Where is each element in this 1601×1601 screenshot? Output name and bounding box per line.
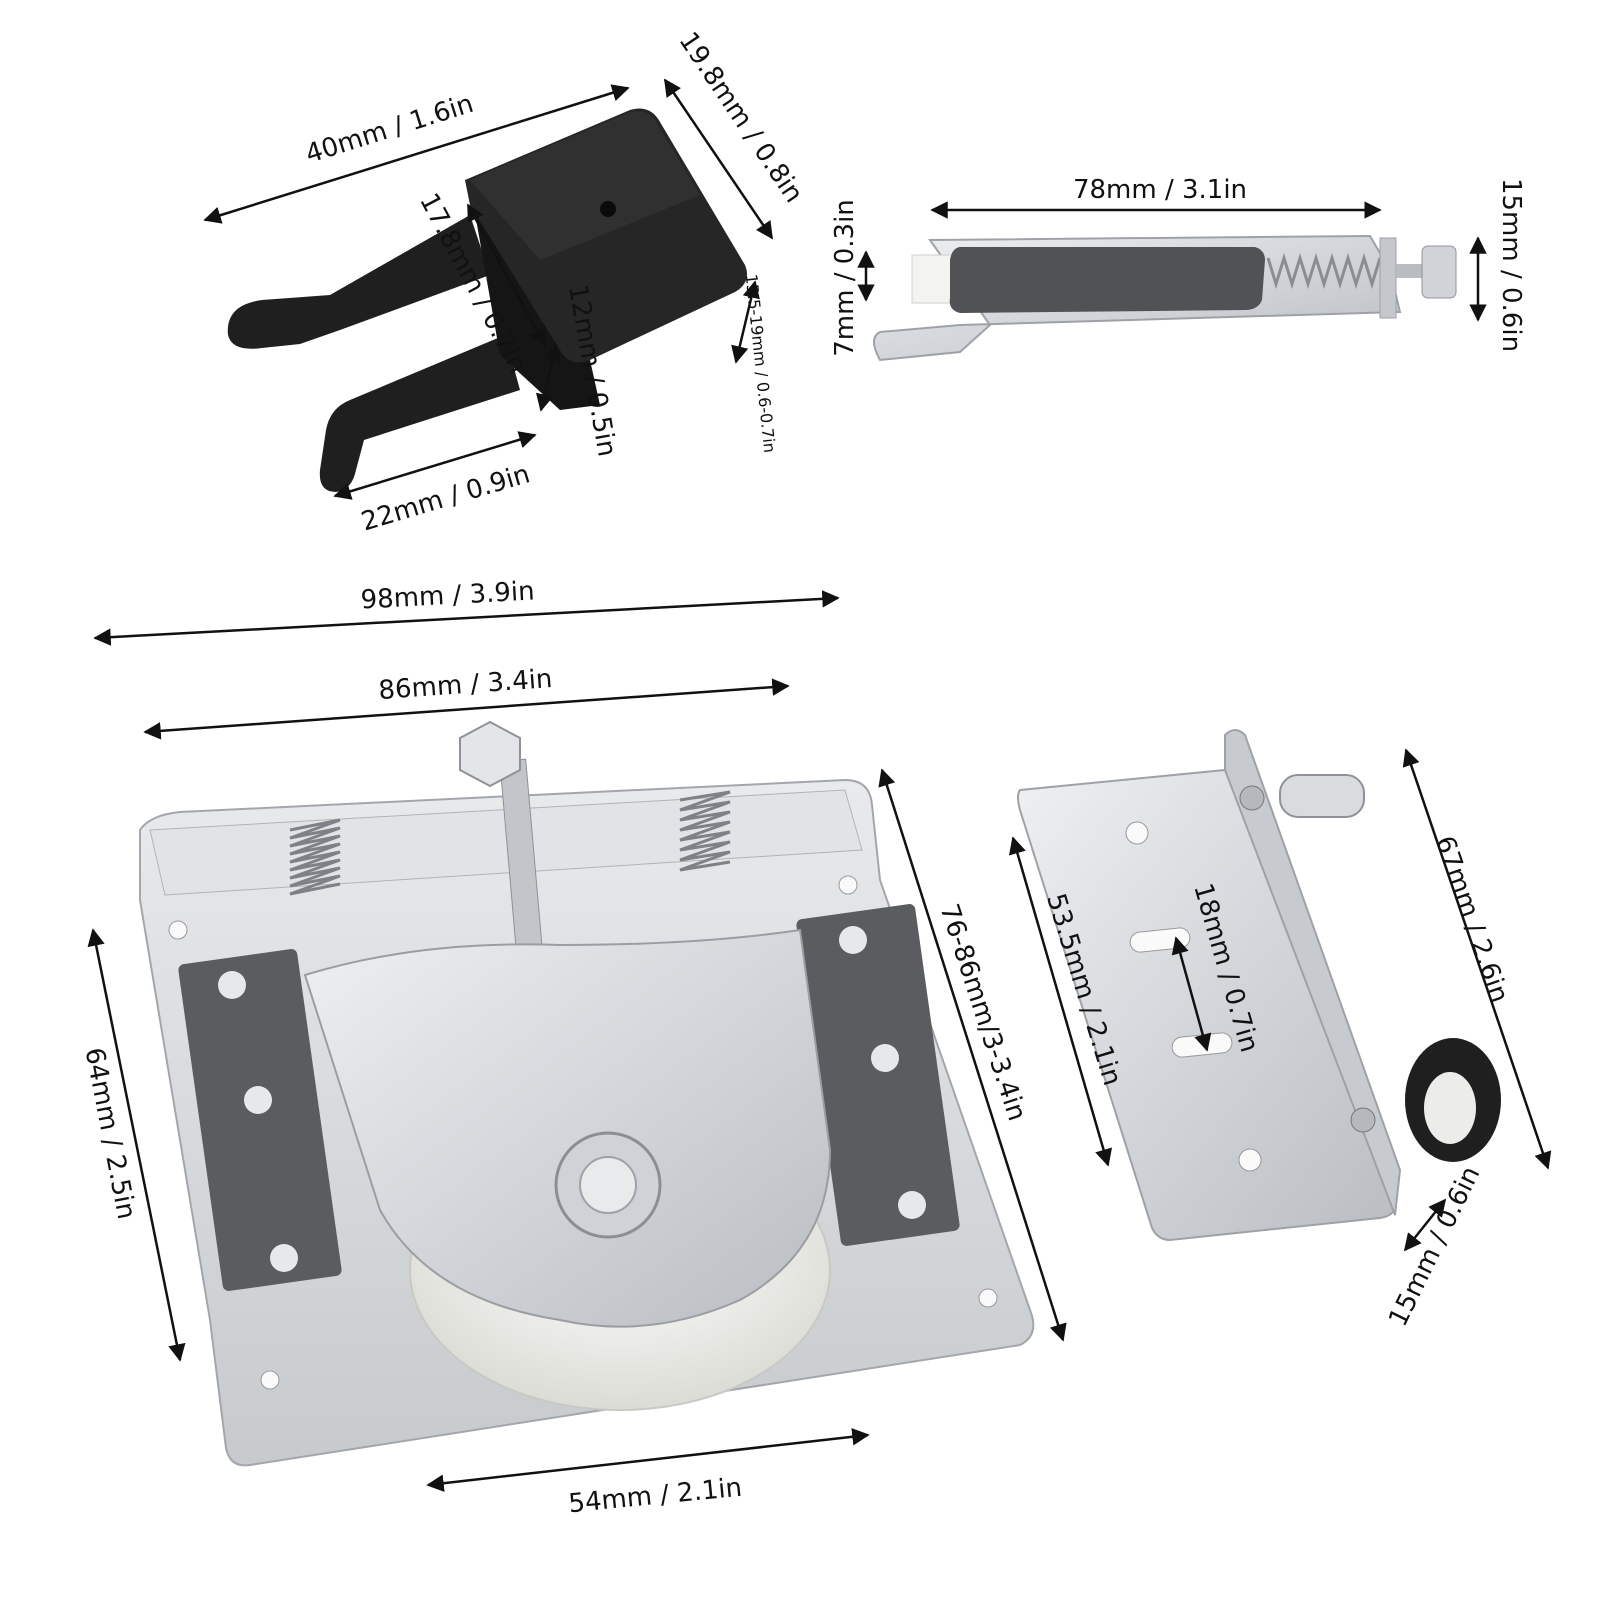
- arrow-roller-plate: [143, 678, 790, 740]
- arrow-clip-thickness: [536, 343, 561, 412]
- label-roller-plate: 86mm / 3.4in: [378, 664, 554, 706]
- sliding-door-roller: [139, 720, 1035, 1467]
- guide-rivet: [270, 1244, 298, 1272]
- guide-rivet: [871, 1044, 899, 1072]
- latch-end-bracket: [1379, 237, 1397, 319]
- guide-rivet: [218, 971, 246, 999]
- label-latch-length: 78mm / 3.1in: [1073, 175, 1247, 205]
- plate-hole: [978, 1288, 998, 1308]
- roller-spring-left: [289, 818, 341, 896]
- bracket-hole: [1238, 1148, 1262, 1172]
- arrow-roller-width: [87, 928, 186, 1362]
- arrow-wheel-diameter: [1403, 1198, 1447, 1252]
- bracket-wheel-hub: [1424, 1072, 1476, 1144]
- arrow-clip-height: [663, 78, 774, 240]
- clip-screw-hole: [600, 201, 616, 217]
- latch-spring: [1266, 252, 1382, 290]
- arrow-clip-depth: [466, 203, 547, 347]
- bracket-screw: [1239, 785, 1265, 811]
- spring-latch: [873, 234, 1457, 362]
- arrow-clip-length: [203, 84, 630, 224]
- arrow-bracket-length: [1008, 836, 1113, 1167]
- bracket-flange: [1224, 729, 1402, 1216]
- label-latch-bolt: 15mm / 0.6in: [1496, 178, 1526, 352]
- label-clip-length: 40mm / 1.6in: [302, 89, 477, 170]
- arrow-roller-bottom: [426, 1428, 870, 1492]
- label-latch-height: 7mm / 0.3in: [830, 199, 860, 357]
- label-roller-bottom: 54mm / 2.1in: [567, 1473, 743, 1520]
- label-clip-slot: 15.5-19mm / 0.6-0.7in: [742, 273, 780, 454]
- label-bracket-total: 67mm / 2.6in: [1429, 832, 1514, 1006]
- bracket-pin: [1279, 774, 1365, 818]
- wheel-cover-plate: [303, 928, 832, 1328]
- latch-bolt-shaft: [1396, 264, 1426, 278]
- plate-hole: [168, 920, 188, 940]
- guide-rivet: [839, 926, 867, 954]
- bracket-screw: [1350, 1107, 1376, 1133]
- grey-guide-left: [178, 949, 342, 1291]
- bracket-hole: [1125, 821, 1149, 845]
- label-roller-width: 64mm / 2.5in: [79, 1045, 142, 1222]
- label-clip-prong: 22mm / 0.9in: [358, 459, 533, 537]
- latch-grey-block: [949, 247, 1265, 313]
- arrow-clip-prong: [333, 431, 537, 500]
- arrow-clip-slot: [731, 280, 760, 364]
- label-roller-total: 98mm / 3.9in: [360, 576, 535, 615]
- roller-spring-right: [679, 790, 731, 872]
- axle-rivet-center: [579, 1156, 637, 1214]
- clip-prong-upper: [227, 215, 490, 349]
- arrow-bracket-slot: [1171, 936, 1212, 1052]
- arrow-bracket-total: [1402, 748, 1552, 1170]
- latch-nut: [1421, 245, 1457, 299]
- plate-hole: [260, 1370, 280, 1390]
- dimension-arrows: [87, 78, 1552, 1492]
- guide-rivet: [244, 1086, 272, 1114]
- arrow-roller-total: [93, 590, 840, 646]
- clip-prong-lower: [319, 335, 520, 492]
- arrow-roller-height: [878, 768, 1067, 1342]
- guide-rivet: [898, 1191, 926, 1219]
- roller-top-flange: [149, 789, 863, 896]
- plate-hole: [838, 875, 858, 895]
